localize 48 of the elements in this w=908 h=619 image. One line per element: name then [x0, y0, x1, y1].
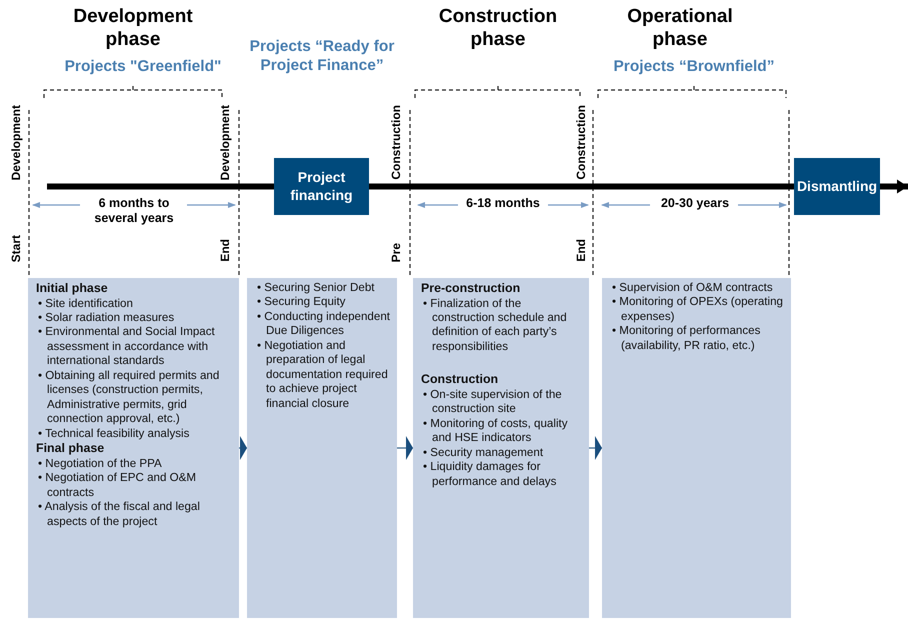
chevron-arrow [588, 436, 602, 460]
bullet-item: • Supervision of O&M contracts [611, 281, 774, 296]
bullet-item: • On-site supervision of the construction site [422, 388, 563, 417]
section-heading: Final phase [36, 441, 106, 457]
bullet-item: • Liquidity damages for performance and delays [422, 460, 558, 490]
bullet-item: • Security management [422, 446, 544, 460]
bullet-item: • Securing Senior Debt [256, 281, 376, 296]
task-panel [413, 278, 589, 618]
phase-box: Dismantling [794, 158, 880, 215]
milestone-label: Development [10, 104, 22, 180]
bullet-item: • Negotiation of the PPA [37, 456, 163, 472]
section-heading: Construction [421, 372, 500, 388]
section-heading: Pre-construction [421, 281, 522, 296]
bullet-item: • Monitoring of performances (availability, PR ratio, etc.) [611, 324, 762, 354]
bullet-item: • Technical feasibility analysis [37, 426, 190, 442]
task-panel [247, 278, 397, 618]
milestone-label: Development [219, 104, 231, 180]
phase-box: Project financing [274, 158, 369, 215]
bullet-item: • Solar radiation measures [37, 310, 176, 326]
milestone-label: End [575, 239, 587, 262]
milestone-label: Start [10, 234, 22, 262]
timeline-arrow [880, 180, 908, 194]
task-panel [602, 278, 791, 618]
chevron-arrow [396, 436, 414, 460]
bullet-item: • Conducting independent Due Diligences [256, 310, 391, 339]
task-panel [28, 278, 239, 618]
bullet-item: • Environmental and Social Impact assessment in accordance with international standards [37, 325, 216, 369]
project-type-label: Projects "Greenfield" [64, 58, 222, 77]
milestone-label: Pre [390, 242, 402, 262]
bullet-item: • Monitoring of costs, quality and HSE indicators [422, 416, 569, 446]
section-heading: Initial phase [36, 281, 109, 296]
bullet-item: • Securing Equity [256, 295, 346, 310]
bullet-item: • Site identification [37, 296, 134, 311]
project-type-label: Projects “Ready for Project Finance” [248, 38, 396, 76]
milestone-label: Construction [390, 105, 402, 180]
bullet-item: • Negotiation of EPC and O&M contracts [37, 471, 198, 500]
phase-title: Development phase [72, 6, 194, 52]
milestone-label: Construction [575, 105, 587, 180]
bullet-item: • Monitoring of OPEXs (operating expenses) [611, 295, 784, 324]
phase-title: Construction phase [438, 6, 558, 52]
chevron-arrow [238, 436, 248, 460]
bullet-item: • Negotiation and preparation of legal documentation required to achieve project financial closure [256, 338, 389, 412]
phase-title: Operational phase [626, 6, 734, 52]
bullet-item: • Analysis of the fiscal and legal aspects of the project [37, 500, 201, 530]
bullet-item: • Obtaining all required permits and licenses (construction permits, Administrative permits, grid connection approval, etc.) [37, 368, 220, 427]
milestone-label: End [219, 239, 231, 262]
bullet-item: • Finalization of the construction schedule and definition of each party’s responsibilities [422, 296, 568, 354]
project-type-label: Projects “Brownfield” [612, 58, 776, 77]
